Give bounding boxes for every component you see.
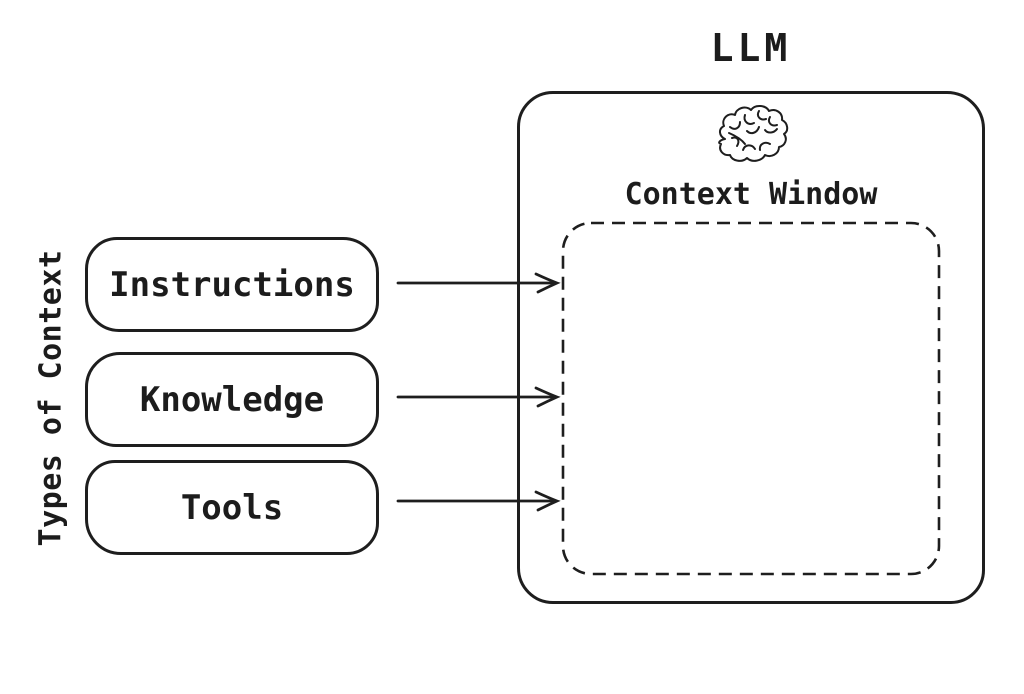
- instructions-box-label: Instructions: [109, 264, 355, 305]
- knowledge-box-label: Knowledge: [139, 379, 325, 420]
- instructions-box: Instructions: [85, 237, 379, 332]
- context-window-label: Context Window: [624, 177, 878, 212]
- brain-icon: [709, 103, 793, 167]
- types-of-context-label: Types of Context: [33, 249, 69, 547]
- knowledge-box: Knowledge: [85, 352, 379, 447]
- tools-box-label: Tools: [180, 487, 284, 528]
- tools-box: Tools: [85, 460, 379, 555]
- llm-title: LLM: [710, 26, 792, 70]
- llm-container: Context Window: [517, 91, 985, 604]
